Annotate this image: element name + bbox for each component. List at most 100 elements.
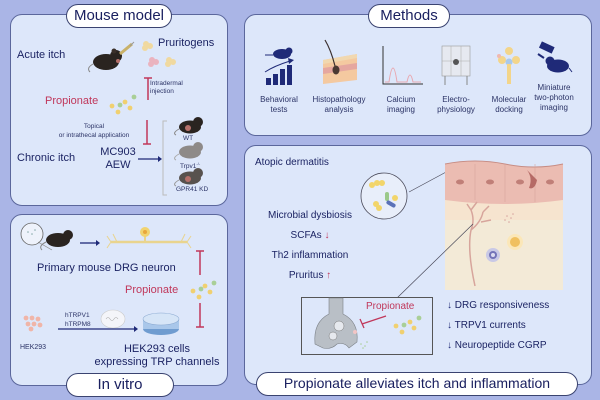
methods-title: Methods xyxy=(368,4,450,28)
genotype-gpr41-label: GPR41 KD xyxy=(176,186,209,193)
feature-list: Microbial dysbiosis SCFAs ↓ Th2 inflamma… xyxy=(250,210,370,290)
label-line: Behavioral xyxy=(260,95,298,104)
effects-list: ↓ DRG responsiveness ↓ TRPV1 currents ↓ … xyxy=(447,300,549,360)
genotype-bracket xyxy=(162,120,167,196)
topical-text: Topical xyxy=(83,123,105,130)
microscope-mouse-icon xyxy=(537,41,573,73)
effect-text: TRPV1 currents xyxy=(454,320,526,331)
htrpm8-label: hTRPM8 xyxy=(65,321,91,328)
skin-section-icon xyxy=(323,39,357,84)
mouse-model-title: Mouse model xyxy=(66,4,172,28)
mc903-label: MC903 xyxy=(100,146,136,158)
inhibit-hek-symbol xyxy=(196,303,204,328)
pruritus-text: Pruritus xyxy=(288,270,324,281)
behavior-chart-icon xyxy=(264,47,294,85)
acute-itch-label: Acute itch xyxy=(17,49,66,61)
label-line: two-photon xyxy=(534,93,574,102)
mouse-wt-icon xyxy=(174,117,203,136)
effect-trpv1-currents: ↓ TRPV1 currents xyxy=(447,320,549,340)
feature-microbial-dysbiosis: Microbial dysbiosis xyxy=(268,210,352,221)
label-line: Molecular xyxy=(491,95,527,104)
label-line: Calcium xyxy=(386,95,416,104)
label-line: physiology xyxy=(437,105,475,114)
mouse-injection-icon xyxy=(88,41,135,73)
effect-neuropeptide-cgrp: ↓ Neuropeptide CGRP xyxy=(447,340,549,360)
label-line: Miniature xyxy=(537,83,571,92)
topical-application-label: Topical or intrathecal application xyxy=(44,122,144,140)
arrow-down-icon: ↓ xyxy=(447,300,452,311)
label-line: tests xyxy=(270,105,288,114)
mouse-trpv1-ko-icon xyxy=(174,142,203,161)
feature-scfas: SCFAs ↓ xyxy=(250,230,370,250)
htrpv1-label: hTRPV1 xyxy=(65,312,90,319)
mechanism-title: Propionate alleviates itch and inflammat… xyxy=(256,372,578,396)
chronic-itch-label: Chronic itch xyxy=(17,152,76,164)
skin-cross-section-icon xyxy=(444,160,564,290)
method-electrophysiology: Electro-physiology xyxy=(425,45,487,115)
pruritogens-icon xyxy=(142,41,176,67)
synapse-terminal-icon xyxy=(314,297,368,349)
label-line: docking xyxy=(495,105,523,114)
plasmid-icon xyxy=(100,309,126,329)
arrow-right-icon xyxy=(58,326,138,332)
propionate-molecules-icon xyxy=(393,315,422,335)
inhibit-topical-symbol xyxy=(143,120,151,145)
arrow-down-icon: ↓ xyxy=(324,230,330,241)
intradermal-injection-label: Intradermal injection xyxy=(150,80,194,96)
feature-pruritus: Pruritus ↑ xyxy=(250,270,370,290)
hek-cells-text: HEK293 cells xyxy=(123,343,191,355)
trpv1-text: Trpv1 xyxy=(180,163,197,171)
propionate-label: Propionate xyxy=(45,95,99,107)
trp-constructs-label: hTRPV1 hTRPM8 xyxy=(65,311,91,329)
label-line: Histopathology xyxy=(312,95,366,104)
in-vitro-title: In vitro xyxy=(66,373,174,397)
inhibit-injection-symbol xyxy=(144,77,152,100)
pruritogens-label: Pruritogens xyxy=(158,37,215,49)
intrathecal-text: or intrathecal application xyxy=(58,132,130,139)
inhibit-drg-symbol xyxy=(196,250,204,275)
arrow-up-icon: ↑ xyxy=(326,270,332,281)
method-label: Electro-physiology xyxy=(425,95,487,115)
genotype-wt-label: WT xyxy=(183,135,194,142)
petri-dish-icon xyxy=(142,312,180,335)
effect-text: DRG responsiveness xyxy=(454,300,550,311)
in-vitro-propionate-label: Propionate xyxy=(125,284,179,296)
label-line: imaging xyxy=(539,103,568,112)
genotype-trpv1-label: Trpv1-/- xyxy=(180,159,200,171)
trpv1-superscript: -/- xyxy=(196,161,201,166)
scfas-text: SCFAs xyxy=(290,230,322,241)
molecule-icon xyxy=(497,47,520,84)
tissue-magnifier-icon xyxy=(20,222,53,251)
propionate-molecules-icon xyxy=(109,94,137,115)
arrow-down-icon: ↓ xyxy=(447,320,452,331)
drg-neuron-icon xyxy=(106,227,192,249)
atopic-dermatitis-label: Atopic dermatitis xyxy=(255,157,329,168)
inset-propionate-label: Propionate xyxy=(366,301,415,312)
inhibit-synapse-symbol xyxy=(359,315,387,329)
calcium-trace-icon xyxy=(382,46,423,85)
mouse-gpr41-kd-icon xyxy=(174,168,203,187)
injection-text: injection xyxy=(150,88,174,95)
mouse-drg-icon xyxy=(40,230,73,251)
label-line: imaging xyxy=(386,105,415,114)
arrow-right-icon xyxy=(138,156,162,162)
intradermal-text: Intradermal xyxy=(150,80,183,87)
zoom-line-neuron xyxy=(396,223,474,299)
effect-drg-responsiveness: ↓ DRG responsiveness xyxy=(447,300,549,320)
effect-text: Neuropeptide CGRP xyxy=(454,340,547,351)
drg-neuron-label: Primary mouse DRG neuron xyxy=(37,262,176,274)
label-line: analysis xyxy=(324,105,354,114)
arrow-right-icon xyxy=(80,240,100,246)
microbiome-magnifier-icon xyxy=(360,172,408,220)
patch-rig-icon xyxy=(441,45,471,85)
